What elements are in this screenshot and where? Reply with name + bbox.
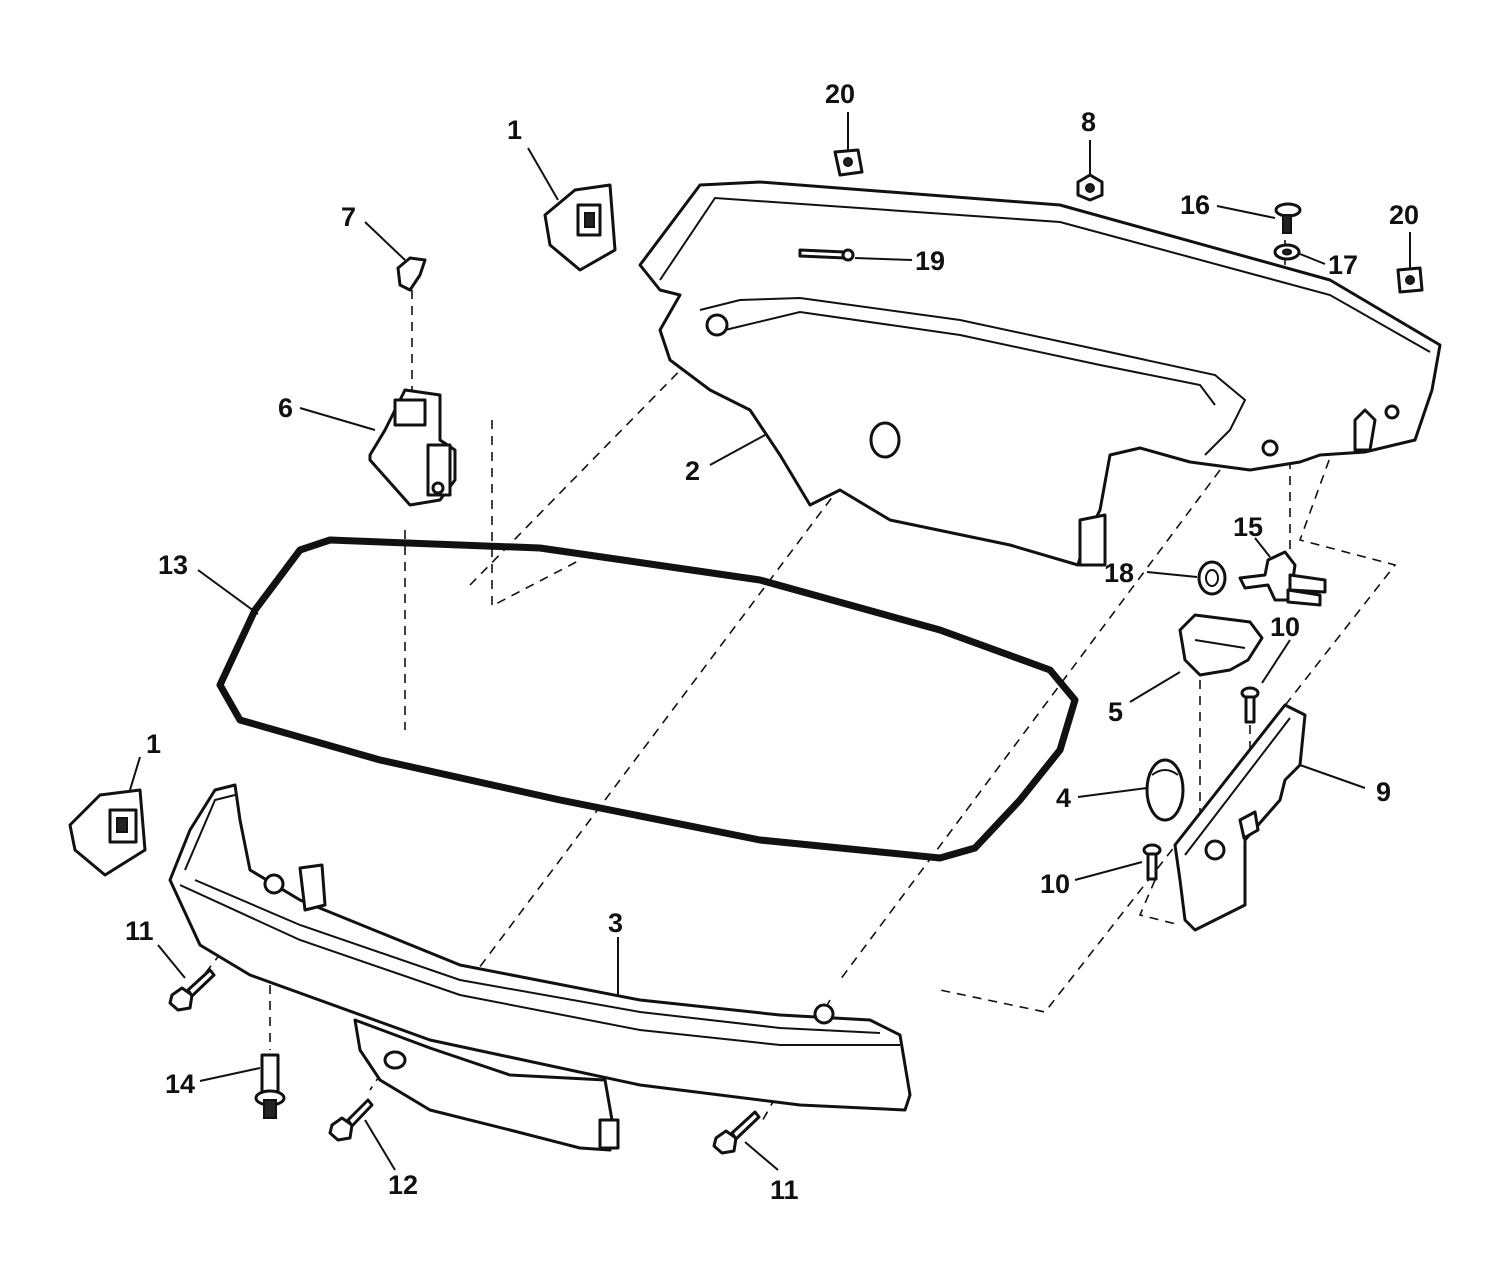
- stud-part-14: [254, 1053, 286, 1119]
- bracket-part-9: [1173, 703, 1307, 932]
- lower-cowl-part-3: [168, 783, 912, 1152]
- callout-15: 15: [1233, 512, 1263, 542]
- callout-14: 14: [165, 1069, 195, 1099]
- callout-2: 2: [685, 456, 700, 486]
- callout-18: 18: [1104, 558, 1134, 588]
- callout-12: 12: [388, 1170, 418, 1200]
- callout-13: 13: [158, 550, 188, 580]
- nut-part-8: [1076, 173, 1104, 202]
- screw-part-19: [798, 248, 855, 262]
- callout-3: 3: [608, 908, 623, 938]
- callout-20-left: 20: [825, 79, 855, 109]
- callout-labels: 1 20 8 7 19 16 17 20 6 2 13 18 15 10 5 4…: [125, 79, 1419, 1205]
- callout-11-left: 11: [125, 916, 154, 946]
- latch-part-1-upper: [543, 183, 617, 272]
- callout-17: 17: [1328, 250, 1358, 280]
- washer-part-17: [1273, 243, 1301, 261]
- leader-lines: [129, 112, 1411, 1171]
- callout-8: 8: [1081, 107, 1096, 137]
- screw-part-10-upper: [1240, 686, 1260, 724]
- callout-19: 19: [915, 246, 945, 276]
- upper-cowl-part-2: [638, 180, 1442, 567]
- callout-11-right: 11: [770, 1175, 799, 1205]
- screw-part-11-left: [168, 968, 216, 1012]
- seal-part-13: [216, 536, 1079, 862]
- callout-5: 5: [1108, 697, 1123, 727]
- callout-20-right: 20: [1389, 200, 1419, 230]
- nut-part-20-left: [833, 148, 864, 177]
- callout-1-lower: 1: [146, 729, 161, 759]
- valve-part-15: [1238, 550, 1327, 607]
- screw-part-11-right: [712, 1110, 761, 1155]
- screw-part-10-lower: [1142, 843, 1162, 881]
- cap-part-4: [1145, 758, 1185, 822]
- callout-7: 7: [341, 202, 356, 232]
- screw-part-12: [328, 1098, 374, 1142]
- screw-part-16: [1274, 202, 1302, 234]
- callout-10-lower: 10: [1040, 869, 1070, 899]
- nut-part-20-right: [1396, 266, 1424, 294]
- clip-part-7: [396, 256, 427, 292]
- bracket-part-5: [1178, 613, 1264, 677]
- latch-part-1-lower: [68, 788, 147, 877]
- callout-9: 9: [1376, 777, 1391, 807]
- callout-1-upper: 1: [507, 115, 522, 145]
- grommet-part-18: [1197, 560, 1227, 596]
- callout-4: 4: [1056, 783, 1071, 813]
- callout-10-upper: 10: [1270, 612, 1300, 642]
- callout-16: 16: [1180, 190, 1210, 220]
- callout-6: 6: [278, 393, 293, 423]
- bracket-part-6: [368, 388, 457, 507]
